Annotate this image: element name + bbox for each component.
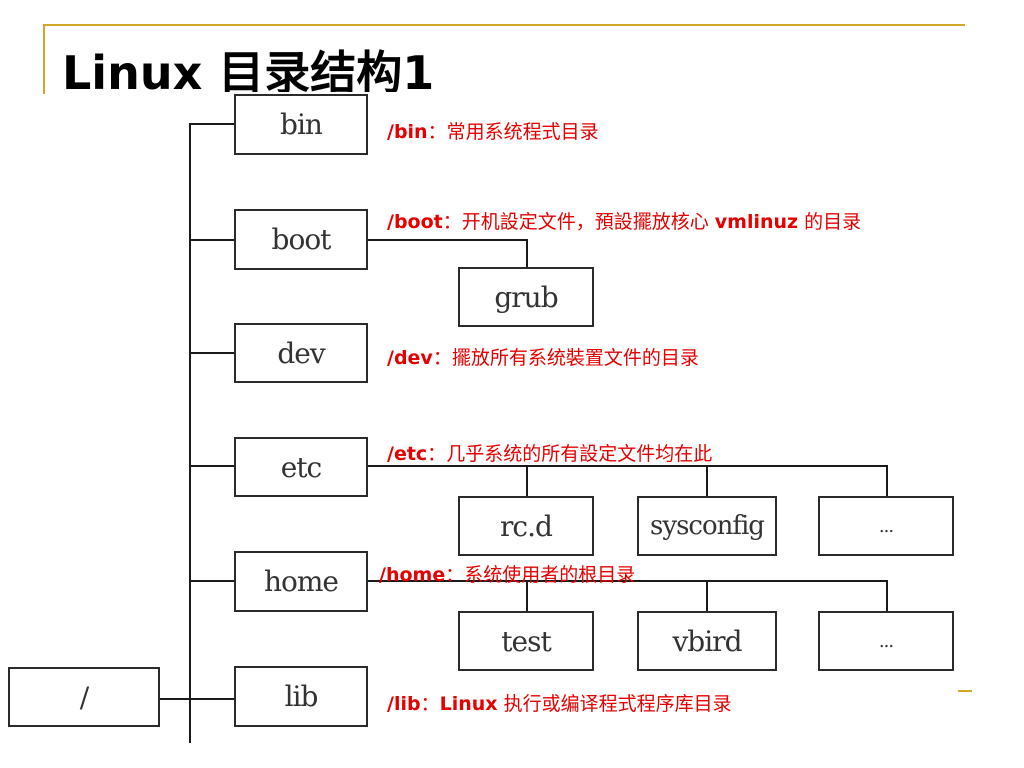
dir-label-etc-more: ...: [878, 515, 894, 537]
dir-label-rc-d: rc.d: [500, 509, 553, 543]
dev-connector-line: [189, 352, 236, 354]
dir-label-etc: etc: [280, 450, 323, 484]
desc-home-sep: ：: [445, 564, 465, 586]
top-accent-rule: [43, 24, 965, 26]
etc-connector-line: [189, 465, 236, 467]
desc-bin-path: /bin: [387, 121, 428, 143]
dir-box-bin: bin: [234, 94, 368, 155]
dir-label-grub: grub: [494, 280, 558, 314]
boot-grub-connector-v: [526, 239, 528, 267]
desc-dev-text: 擺放所有系统裝置文件的目录: [451, 347, 699, 369]
dir-label-home-more: ...: [878, 630, 894, 652]
desc-lib-path: /lib: [387, 693, 421, 715]
etc-child-1-connector: [526, 465, 528, 498]
desc-etc-sep: ：: [427, 443, 447, 465]
home-child-3-connector: [886, 580, 888, 613]
desc-boot: /boot：开机設定文件，預設擺放核心 vmlinuz 的目录: [387, 210, 861, 234]
desc-boot-emph: vmlinuz: [714, 211, 799, 233]
desc-boot-sep: ：: [442, 211, 462, 233]
desc-lib: /lib：Linux 执行或编译程式程序库目录: [387, 692, 732, 716]
dir-box-home-more: ...: [818, 611, 954, 671]
dir-box-sysconfig: sysconfig: [637, 496, 777, 556]
etc-children-connector-h: [368, 465, 888, 467]
desc-boot-text-after: 的目录: [798, 211, 862, 233]
dir-label-lib: lib: [284, 680, 319, 713]
desc-etc: /etc：几乎系统的所有設定文件均在此: [387, 442, 712, 466]
bin-connector-line: [189, 123, 236, 125]
desc-lib-sep: ：: [420, 693, 440, 715]
root-dir-label: /: [79, 680, 89, 714]
dir-label-boot: boot: [271, 223, 332, 256]
boot-grub-connector-h: [368, 239, 528, 241]
dir-box-lib: lib: [234, 666, 368, 727]
desc-bin: /bin：常用系统程式目录: [387, 120, 599, 144]
dir-box-etc-more: ...: [818, 496, 954, 556]
dir-label-bin: bin: [280, 108, 323, 141]
accent-dash: [958, 690, 972, 692]
dir-box-boot: boot: [234, 209, 368, 270]
desc-bin-sep: ：: [427, 121, 447, 143]
desc-dev-path: /dev: [387, 347, 433, 369]
root-dir-box: /: [8, 667, 160, 727]
desc-home: /home：系统使用者的根目录: [379, 563, 635, 587]
desc-boot-path: /boot: [387, 211, 443, 233]
desc-bin-text: 常用系统程式目录: [446, 121, 599, 143]
slide-title: Linux 目录结构1: [62, 46, 435, 92]
home-connector-line: [189, 580, 236, 582]
dir-box-dev: dev: [234, 323, 368, 383]
dir-label-home: home: [263, 565, 339, 598]
lib-connector-line: [189, 698, 236, 700]
dir-box-test: test: [458, 611, 594, 671]
dir-box-rc-d: rc.d: [458, 496, 594, 556]
dir-box-home: home: [234, 551, 368, 612]
dir-box-vbird: vbird: [637, 611, 777, 671]
left-accent-rule: [43, 24, 45, 94]
dir-label-test: test: [501, 624, 551, 658]
desc-dev: /dev：擺放所有系统裝置文件的目录: [387, 346, 699, 370]
dir-label-vbird: vbird: [672, 624, 742, 658]
etc-child-3-connector: [886, 465, 888, 498]
desc-boot-text: 开机設定文件，預設擺放核心: [461, 211, 715, 233]
etc-child-2-connector: [706, 465, 708, 498]
tree-trunk-line: [189, 123, 191, 743]
dir-label-sysconfig: sysconfig: [650, 511, 765, 541]
dir-box-etc: etc: [234, 437, 368, 497]
desc-dev-sep: ：: [432, 347, 452, 369]
desc-home-text: 系统使用者的根目录: [464, 564, 636, 586]
home-child-1-connector: [526, 580, 528, 613]
home-child-2-connector: [706, 580, 708, 613]
desc-etc-path: /etc: [387, 443, 428, 465]
desc-lib-text: 执行或编译程式程序库目录: [497, 693, 732, 715]
dir-label-dev: dev: [277, 336, 325, 370]
root-connector-line: [159, 698, 191, 700]
desc-lib-emph: Linux: [439, 693, 498, 715]
home-children-connector-h: [368, 580, 888, 582]
dir-box-grub: grub: [458, 267, 594, 327]
desc-etc-text: 几乎系统的所有設定文件均在此: [446, 443, 713, 465]
boot-connector-line: [189, 239, 236, 241]
desc-home-path: /home: [379, 564, 446, 586]
